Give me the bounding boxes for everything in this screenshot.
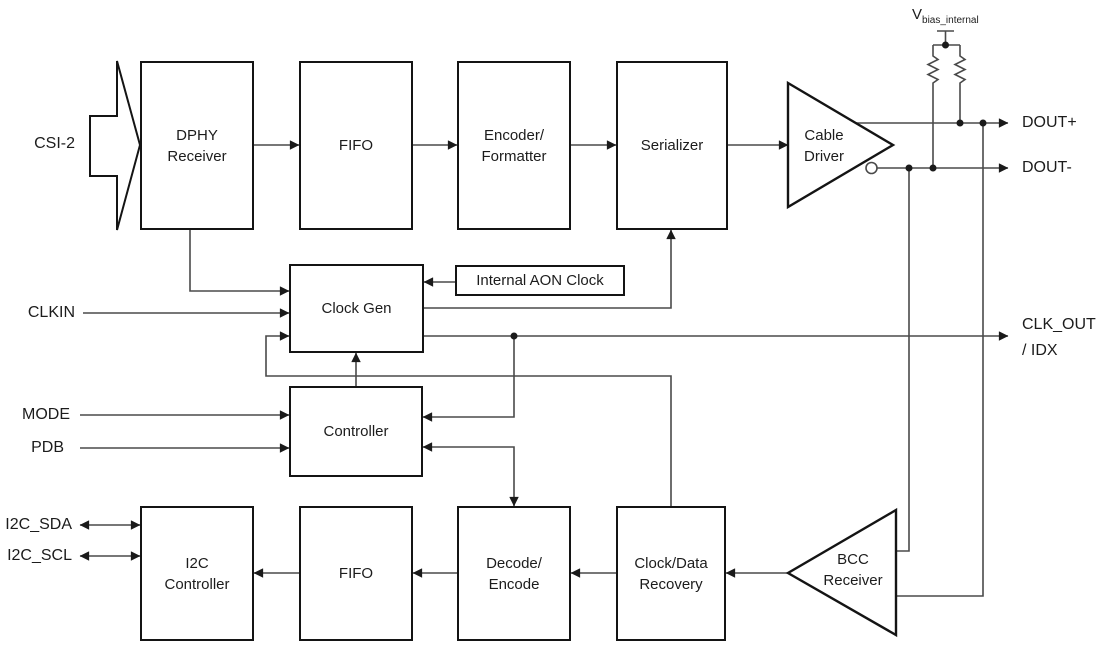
block-encoder-formatter: Encoder/ Formatter bbox=[457, 61, 571, 230]
resistor-right bbox=[953, 45, 967, 123]
inverting-bubble bbox=[865, 161, 878, 175]
clkin-label: CLKIN bbox=[27, 304, 75, 321]
cable-driver-label: Cable Driver bbox=[804, 127, 844, 165]
bcc-receiver-label: BCC Receiver bbox=[823, 551, 883, 589]
block-fifo-bottom: FIFO bbox=[299, 506, 413, 641]
csi2-label: CSI-2 bbox=[34, 135, 75, 152]
block-label: Encoder/ bbox=[483, 126, 545, 144]
block-decode-encode: Decode/ Encode bbox=[457, 506, 571, 641]
wire-dphy-to-clockgen bbox=[189, 230, 290, 296]
block-label: Formatter bbox=[481, 147, 547, 165]
plain-wires bbox=[896, 30, 984, 597]
resistor-left bbox=[926, 45, 940, 168]
i2c-sda-label: I2C_SDA bbox=[5, 516, 72, 533]
block-label: Recovery bbox=[639, 575, 703, 593]
block-clock-data-recovery: Clock/Data Recovery bbox=[616, 506, 726, 641]
block-label: Clock Gen bbox=[321, 300, 392, 317]
pdb-label: PDB bbox=[31, 439, 64, 456]
block-label: I2C bbox=[185, 554, 209, 572]
block-fifo-top: FIFO bbox=[299, 61, 413, 230]
block-i2c-controller: I2C Controller bbox=[140, 506, 254, 641]
block-serializer: Serializer bbox=[616, 61, 728, 230]
block-label: Encode bbox=[488, 575, 540, 593]
i2c-scl-label: I2C_SCL bbox=[7, 547, 72, 564]
block-label: Clock/Data bbox=[634, 554, 708, 572]
wire-controller-decode-bidir bbox=[422, 442, 519, 507]
wire-doutminus-to-bcc bbox=[896, 168, 910, 552]
wire-doutplus-to-bcc bbox=[896, 123, 984, 597]
block-label: Decode/ bbox=[486, 554, 542, 572]
vbias-internal-label: Vbias_internal bbox=[912, 6, 979, 26]
block-label: Receiver bbox=[167, 147, 227, 165]
block-clock-gen: Clock Gen bbox=[289, 264, 424, 353]
block-label: Controller bbox=[323, 423, 389, 440]
block-label: DPHY bbox=[176, 126, 218, 144]
dout-minus-label: DOUT- bbox=[1022, 159, 1072, 176]
block-label: Internal AON Clock bbox=[476, 272, 604, 289]
block-label: FIFO bbox=[338, 565, 374, 582]
clk-out-idx-label: CLK_OUT / IDX bbox=[1022, 316, 1096, 359]
dout-plus-label: DOUT+ bbox=[1022, 114, 1077, 131]
block-label: Controller bbox=[164, 575, 230, 593]
mode-label: MODE bbox=[22, 406, 70, 423]
block-label: Serializer bbox=[640, 137, 704, 154]
block-internal-aon-clock: Internal AON Clock bbox=[455, 265, 625, 296]
block-dphy-receiver: DPHY Receiver bbox=[140, 61, 254, 230]
block-label: FIFO bbox=[338, 137, 374, 154]
block-controller: Controller bbox=[289, 386, 423, 477]
csi2-input-arrow-shape bbox=[89, 60, 142, 231]
wire-clockgen-to-controller bbox=[422, 336, 515, 422]
